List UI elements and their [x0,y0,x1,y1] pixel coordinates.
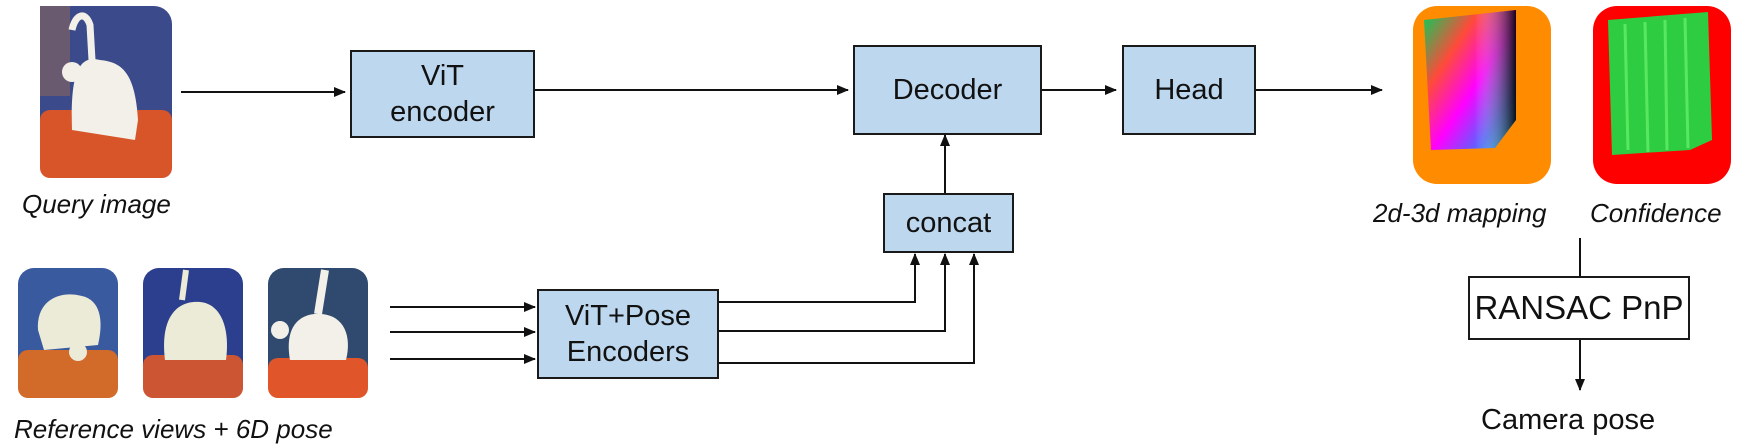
arrow-encoder-to-concat-3 [719,253,979,364]
vit-pose-encoders-label: ViT+Pose Encoders [564,300,691,368]
reference-thumb-3 [268,268,368,398]
head-label: Head [1154,74,1224,106]
reference-thumb-1 [18,268,118,398]
ransac-pnp-label: RANSAC PnP [1474,289,1684,326]
reference-views-caption: Reference views + 6D pose [14,414,333,444]
mapping-caption: 2d-3d mapping [1373,198,1547,228]
camera-pose-caption: Camera pose [1481,404,1656,436]
query-image-caption: Query image [22,189,171,219]
arrow-encoder-to-concat-1 [719,253,920,303]
vit-pose-encoders-block: ViT+Pose Encoders [537,289,719,379]
query-image-thumb [40,6,172,178]
mapping-output-image [1413,6,1551,184]
vit-encoder-label: ViT encoder [390,60,495,128]
arrow-encoder-to-concat-2 [719,253,950,332]
confidence-output-image [1593,6,1731,184]
head-block: Head [1122,45,1256,135]
confidence-caption: Confidence [1590,198,1722,228]
vit-encoder-block: ViT encoder [350,50,535,138]
decoder-block: Decoder [853,45,1042,135]
concat-block: concat [883,193,1014,253]
ransac-pnp-block: RANSAC PnP [1468,276,1690,340]
decoder-label: Decoder [892,74,1003,106]
concat-label: concat [905,207,992,239]
reference-thumb-2 [143,268,243,398]
